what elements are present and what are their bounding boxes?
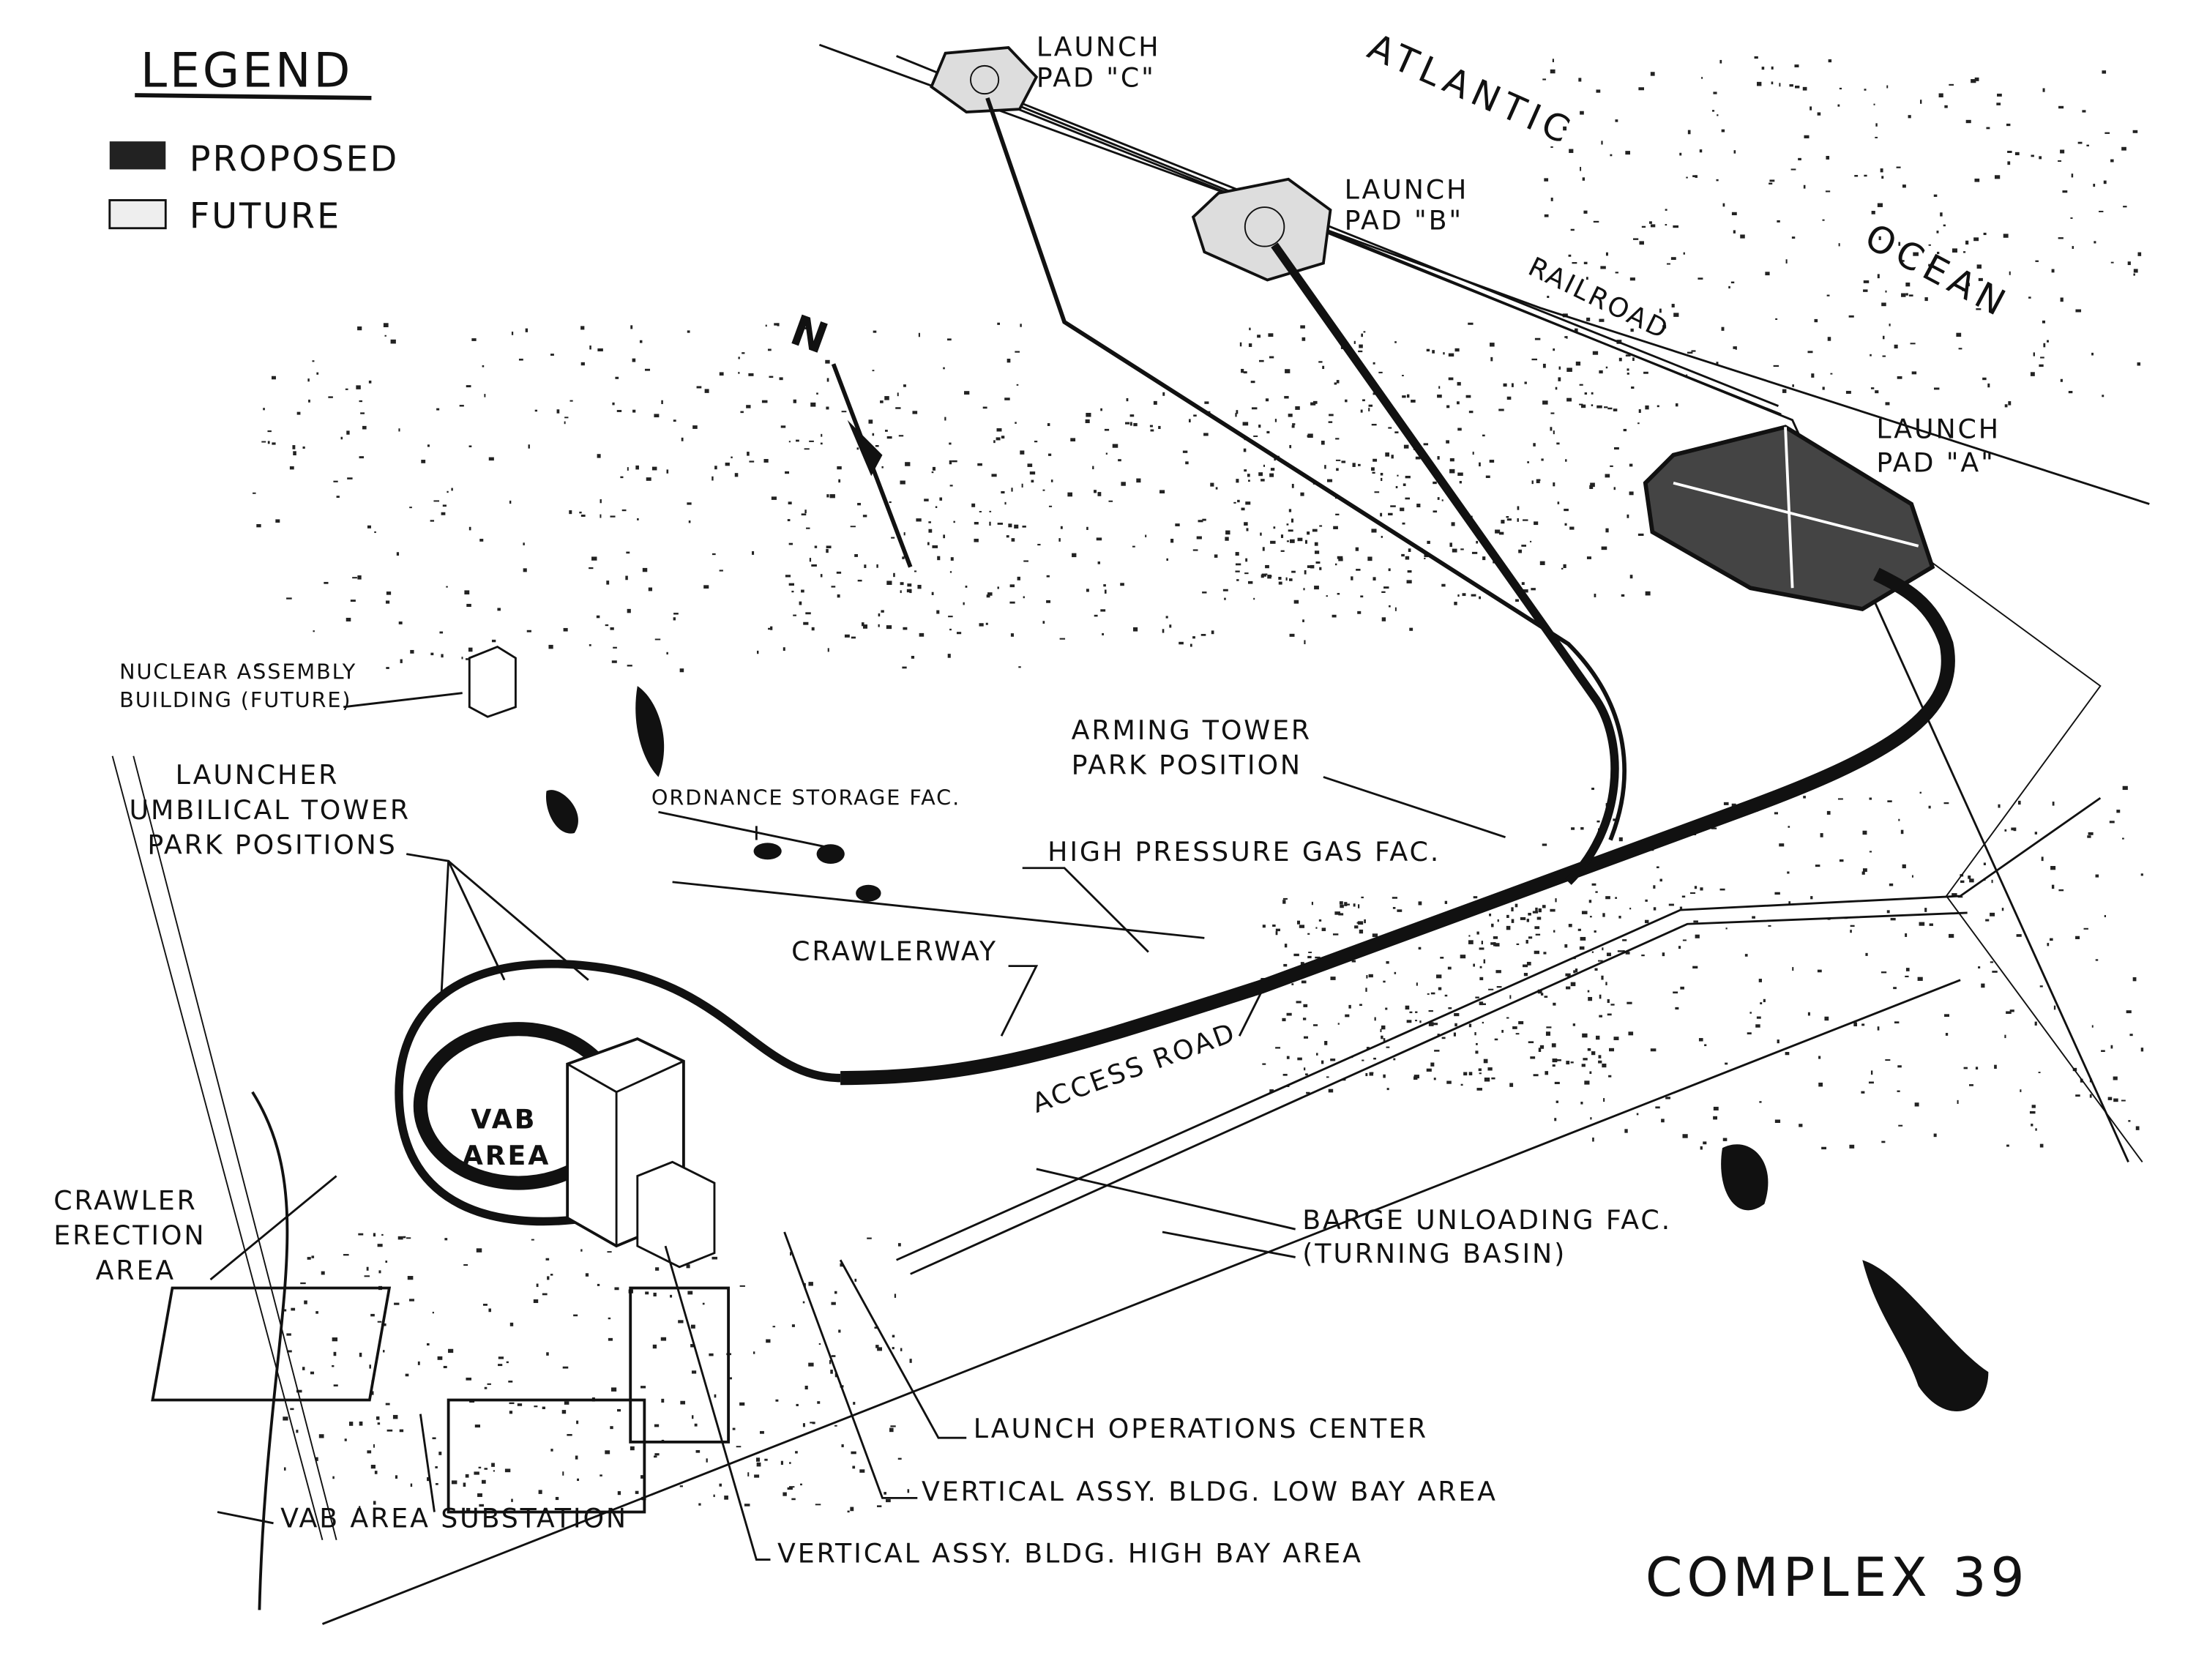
north-label: N — [785, 305, 834, 363]
leader-lines — [209, 692, 1506, 1561]
crawler-erection-label-2: ERECTION — [53, 1220, 206, 1251]
vab-substation-label: VAB AREA SUBSTATION — [280, 1503, 628, 1534]
pad-c-label-1: LAUNCH — [1037, 31, 1161, 63]
railroad-track — [1008, 97, 1782, 416]
crawler-erection-label-3: AREA — [96, 1255, 176, 1286]
vab-area-label-1: VAB — [471, 1103, 537, 1135]
barge-label-1: BARGE UNLOADING FAC. — [1302, 1204, 1672, 1236]
launch-pad-b — [1191, 177, 1332, 282]
pad-a-label-1: LAUNCH — [1876, 414, 2001, 445]
crawlerway-path — [395, 97, 1955, 1226]
legend: LEGEND PROPOSED FUTURE — [108, 44, 399, 237]
vab-area-label-2: AREA — [463, 1140, 551, 1171]
barge-label-2: (TURNING BASIN) — [1302, 1238, 1566, 1269]
nuclear-label-2: BUILDING (FUTURE) — [119, 687, 351, 712]
vab-high-bay-label: VERTICAL ASSY. BLDG. HIGH BAY AREA — [777, 1537, 1363, 1569]
pad-b-label-1: LAUNCH — [1345, 174, 1469, 206]
legend-label-future: FUTURE — [190, 197, 341, 237]
umbilical-label-2: UMBILICAL TOWER — [130, 794, 411, 826]
vab-building — [468, 645, 716, 1269]
launch-pad-c — [930, 46, 1039, 113]
legend-swatch-proposed — [109, 141, 166, 170]
legend-swatch-future — [108, 199, 167, 230]
umbilical-label-1: LAUNCHER — [176, 759, 340, 791]
pad-c-label-2: PAD "C" — [1037, 62, 1156, 94]
atlantic-label: ATLANTIC — [1362, 25, 1580, 154]
access-road — [111, 755, 2102, 1625]
future-terrain-texture — [252, 56, 2144, 1513]
pad-a-label-2: PAD "A" — [1876, 447, 1995, 479]
umbilical-label-3: PARK POSITIONS — [147, 829, 397, 861]
legend-label-proposed: PROPOSED — [190, 139, 399, 179]
ordnance-label: ORDNANCE STORAGE FAC. — [651, 785, 960, 810]
swamp-islands — [545, 686, 1989, 1412]
crawler-erection-label-1: CRAWLER — [53, 1184, 197, 1216]
gas-fac-label: HIGH PRESSURE GAS FAC. — [1047, 836, 1441, 867]
coastline — [818, 43, 2150, 1162]
pad-b-label-2: PAD "B" — [1345, 205, 1463, 236]
nuclear-label-1: NUCLEAR ASSEMBLY — [119, 660, 356, 684]
map-title: COMPLEX 39 — [1646, 1548, 2029, 1609]
launch-pad-a — [1643, 425, 1935, 611]
ordnance-storage-buildings — [753, 843, 881, 902]
arming-tower-label-2: PARK POSITION — [1072, 750, 1302, 781]
arming-tower-label-1: ARMING TOWER — [1072, 714, 1312, 746]
loc-label: LAUNCH OPERATIONS CENTER — [974, 1413, 1428, 1444]
crawlerway-label: CRAWLERWAY — [791, 936, 998, 967]
legend-title: LEGEND — [141, 44, 353, 99]
vab-low-bay-label: VERTICAL ASSY. BLDG. LOW BAY AREA — [922, 1476, 1498, 1507]
parking-lots — [151, 1286, 731, 1514]
railroad-label: RAILROAD — [1523, 250, 1674, 346]
